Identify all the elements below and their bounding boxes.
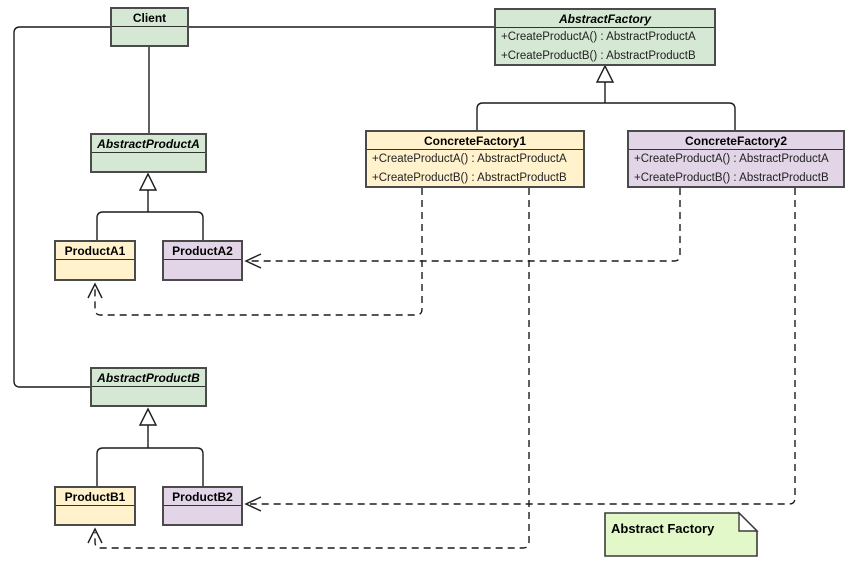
class-client-title: Client (112, 9, 187, 27)
class-abstractfactory-title: AbstractFactory (496, 10, 714, 28)
class-productb1: ProductB1 (54, 486, 136, 526)
class-abstractfactory-body: +CreateProductA() : AbstractProductA +Cr… (496, 28, 714, 66)
abstractfactory-inheritance-fork (476, 102, 736, 130)
method-createproducta: +CreateProductA() : AbstractProductA (372, 153, 567, 165)
productb2-arrowhead-icon (244, 496, 262, 512)
concretefactory1-to-producta1-dependency (94, 188, 423, 316)
concretefactory2-to-producta2-dependency (250, 188, 681, 262)
method-createproducta: +CreateProductA() : AbstractProductA (501, 31, 696, 43)
abstractproducta-inheritance-triangle-icon (138, 172, 158, 191)
concretefactory1-to-productb1-dependency (94, 188, 530, 549)
abstractfactory-inheritance-triangle-icon (595, 64, 615, 83)
class-concretefactory2: ConcreteFactory2 +CreateProductA() : Abs… (627, 130, 845, 188)
producta1-arrowhead-icon (87, 282, 103, 299)
class-client: Client (110, 7, 189, 47)
method-createproducta: +CreateProductA() : AbstractProductA (634, 153, 829, 165)
abstractproductb-inheritance-fork (96, 447, 204, 486)
class-abstractproducta-body (92, 153, 205, 171)
class-producta2-body (164, 260, 241, 279)
class-concretefactory1-body: +CreateProductA() : AbstractProductA +Cr… (367, 150, 583, 188)
class-abstractproductb: AbstractProductB (90, 367, 207, 407)
class-productb1-title: ProductB1 (56, 488, 134, 506)
class-concretefactory1: ConcreteFactory1 +CreateProductA() : Abs… (365, 130, 585, 188)
class-concretefactory1-title: ConcreteFactory1 (367, 132, 583, 150)
class-producta2: ProductA2 (162, 240, 243, 281)
class-producta1-title: ProductA1 (56, 242, 134, 260)
note-label: Abstract Factory (611, 521, 715, 536)
note-shape (604, 512, 758, 557)
abstractproductb-inheritance-triangle-icon (138, 407, 158, 426)
class-productb2: ProductB2 (162, 486, 243, 526)
abstractproducta-inheritance-fork (96, 211, 204, 240)
class-abstractproducta: AbstractProductA (90, 133, 207, 173)
class-client-body (112, 27, 187, 45)
method-createproductb: +CreateProductB() : AbstractProductB (372, 172, 567, 184)
class-concretefactory2-title: ConcreteFactory2 (629, 132, 843, 150)
method-createproductb: +CreateProductB() : AbstractProductB (634, 172, 829, 184)
class-concretefactory2-body: +CreateProductA() : AbstractProductA +Cr… (629, 150, 843, 188)
class-abstractfactory: AbstractFactory +CreateProductA() : Abst… (494, 8, 716, 66)
class-abstractproductb-body (92, 387, 205, 405)
productb1-arrowhead-icon (87, 527, 103, 544)
note-fold-icon (738, 511, 759, 532)
class-productb2-title: ProductB2 (164, 488, 241, 506)
client-to-abstractproductb-line (13, 26, 110, 388)
class-producta1-body (56, 260, 134, 279)
class-producta2-title: ProductA2 (164, 242, 241, 260)
class-productb1-body (56, 506, 134, 524)
class-abstractproducta-title: AbstractProductA (92, 135, 205, 153)
concretefactory2-to-productb2-dependency (250, 188, 796, 505)
method-createproductb: +CreateProductB() : AbstractProductB (501, 50, 696, 62)
class-abstractproductb-title: AbstractProductB (92, 369, 205, 387)
class-producta1: ProductA1 (54, 240, 136, 281)
class-productb2-body (164, 506, 241, 524)
producta2-arrowhead-icon (244, 253, 262, 269)
